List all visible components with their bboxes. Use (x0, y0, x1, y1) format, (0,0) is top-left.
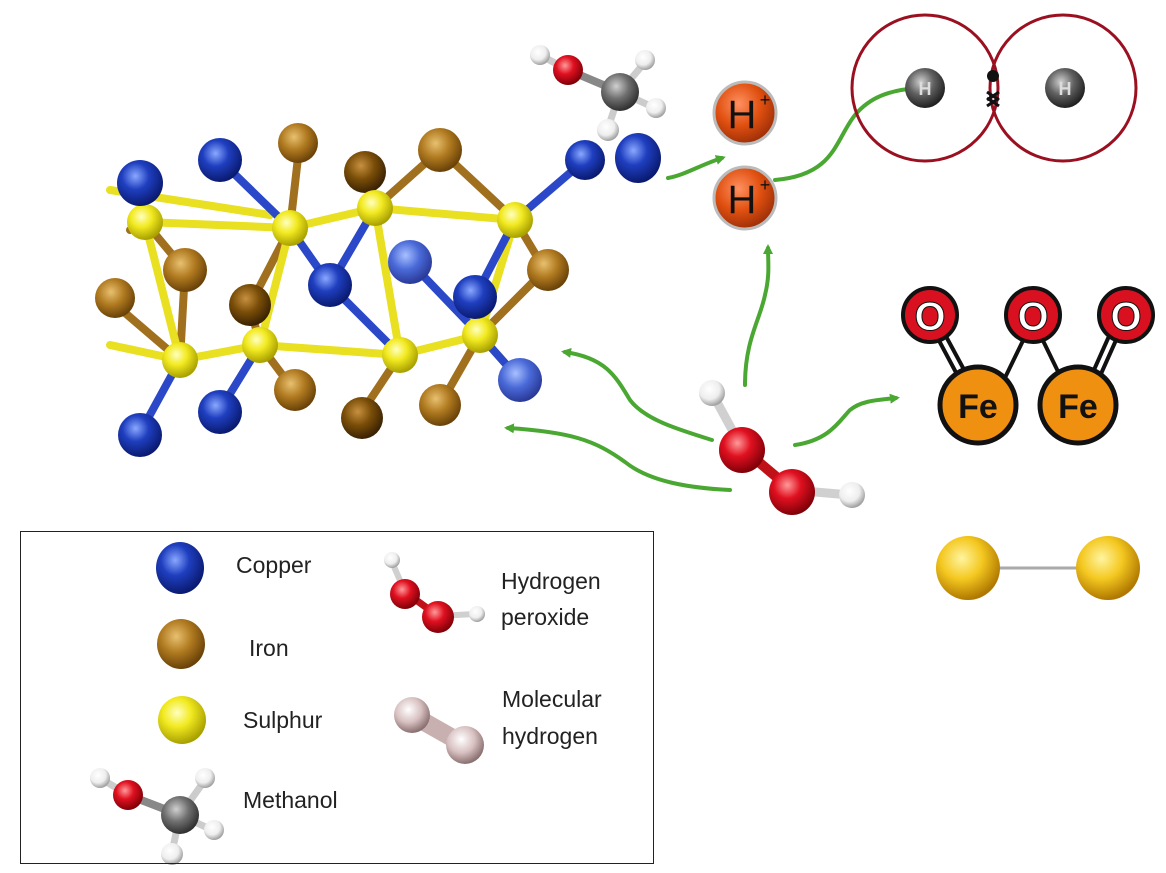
iron-atom (274, 369, 316, 411)
sulphur-atom (357, 190, 393, 226)
legend-label-copper: Copper (236, 552, 312, 578)
arrow-to-iron-oxide (793, 393, 900, 447)
legend-icons (90, 542, 485, 865)
copper-atom (453, 275, 497, 319)
oxide-o-label: O (1110, 295, 1141, 339)
legend-label-iron: Iron (249, 635, 289, 661)
iron-atom (418, 128, 462, 172)
sulphur-atom (462, 317, 498, 353)
arrow-to-lattice-lower (504, 423, 732, 492)
proton-top: H + (712, 80, 778, 146)
proton-charge: + (760, 90, 771, 110)
iron-atom (341, 397, 383, 439)
proton-charge: + (760, 175, 771, 195)
copper-atom (565, 140, 605, 180)
sulphur-atom (497, 202, 533, 238)
copper-atom (615, 133, 661, 183)
sulphur-dimer (936, 536, 1140, 600)
molecular-hydrogen-icon (394, 697, 484, 764)
h2-atom-symbol: H (1059, 79, 1072, 99)
iron-atom (163, 248, 207, 292)
copper-atom (117, 160, 163, 206)
iron-atom (527, 249, 569, 291)
oxide-o-label: O (914, 295, 945, 339)
proton-symbol: H (728, 178, 757, 222)
sulphur-atom (272, 210, 308, 246)
methanol-molecule-icon (90, 768, 224, 865)
copper-atom (118, 413, 162, 457)
sulphur-atoms (127, 190, 533, 378)
oxide-fe-label: Fe (958, 388, 998, 426)
mineral-lattice (95, 123, 661, 457)
arrow-to-protons (666, 155, 726, 180)
oxide-o-label: O (1017, 295, 1048, 339)
sulphur-atom (127, 204, 163, 240)
proton-bottom: H + (712, 165, 778, 231)
sulphur-atom (242, 327, 278, 363)
legend-label-h2o2-line2: peroxide (501, 604, 590, 630)
iron-atom (344, 151, 386, 193)
iron-atoms (95, 123, 569, 439)
iron-atom (419, 384, 461, 426)
copper-atom (308, 263, 352, 307)
arrow-to-lattice-upper (561, 347, 714, 442)
legend-label-h2-line1: Molecular (502, 686, 602, 712)
copper-atom (498, 358, 542, 402)
copper-atom (198, 390, 242, 434)
hydrogen-peroxide-icon (384, 552, 485, 633)
oxide-fe-label: Fe (1058, 388, 1098, 426)
h2-atom-symbol: H (919, 79, 932, 99)
reaction-arrows (504, 83, 922, 492)
legend-label-methanol: Methanol (243, 787, 338, 813)
sulphur-atom (382, 337, 418, 373)
copper-atoms (117, 133, 661, 457)
methanol-molecule (530, 45, 666, 141)
copper-atom (198, 138, 242, 182)
sulphur-atom-icon (158, 696, 206, 744)
iron-atom (278, 123, 318, 163)
proton-symbol: H (728, 93, 757, 137)
legend (20, 531, 654, 864)
copper-atom-icon (156, 542, 204, 594)
iron-atom (229, 284, 271, 326)
iron-atom (95, 278, 135, 318)
hydrogen-peroxide-molecule (699, 380, 865, 515)
arrow-up-to-proton (743, 244, 774, 387)
hydrogen-molecule-orbitals: H H (850, 13, 1138, 163)
iron-atom-icon (157, 619, 205, 669)
sulphur-atom (162, 342, 198, 378)
legend-label-h2-line2: hydrogen (502, 723, 598, 749)
iron-oxide-structure: O O O Fe Fe (901, 286, 1155, 446)
legend-label-h2o2-line1: Hydrogen (501, 568, 601, 594)
copper-atom (388, 240, 432, 284)
arrow-to-h2 (773, 83, 922, 182)
legend-label-sulphur: Sulphur (243, 707, 323, 733)
